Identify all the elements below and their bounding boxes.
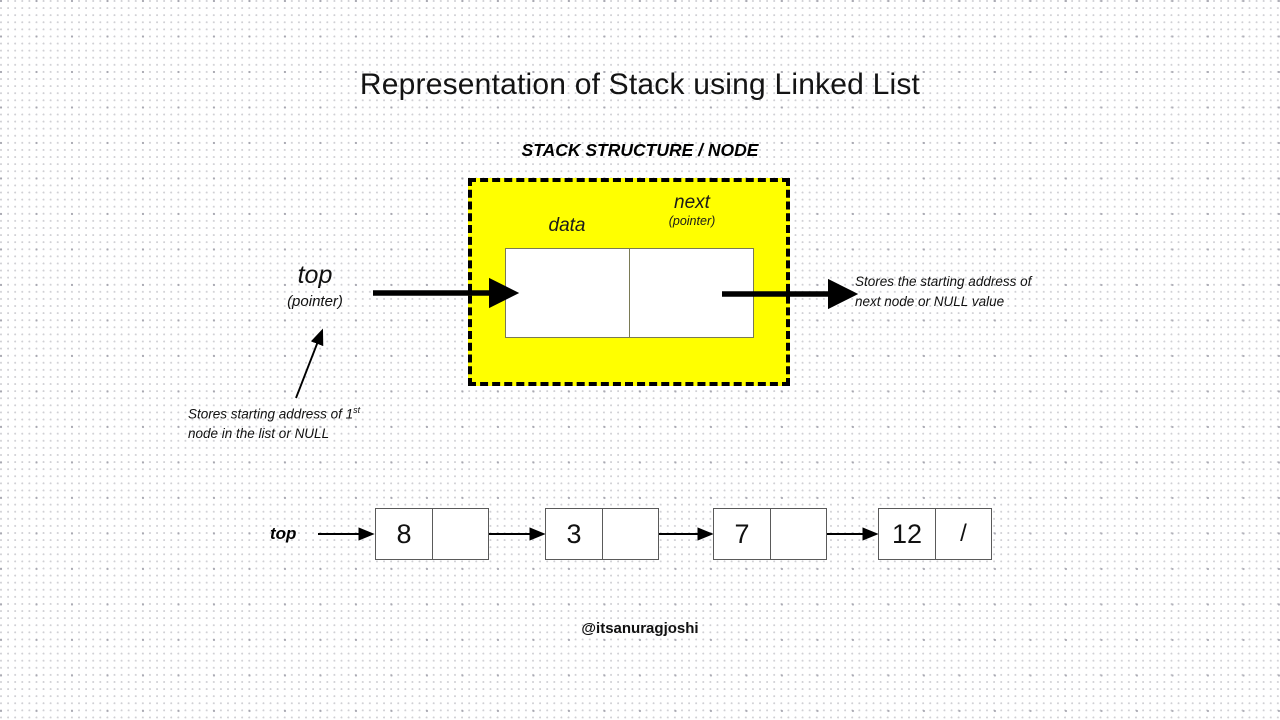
note-top-pointer-superscript: st <box>353 405 361 415</box>
note-top-pointer: Stores starting address of 1st node in t… <box>188 404 418 444</box>
list-node: 12 / <box>878 508 992 560</box>
node-next-cell: / <box>960 520 967 547</box>
list-node: 3 <box>545 508 659 560</box>
data-field-label: data <box>548 215 586 236</box>
list-node: 8 <box>375 508 489 560</box>
page-title: Representation of Stack using Linked Lis… <box>359 68 921 101</box>
arrow-note-to-top-label <box>295 328 324 399</box>
top-pointer-sublabel: (pointer) <box>287 293 343 310</box>
node-next-cell <box>433 509 488 559</box>
author-watermark: @itsanuragjoshi <box>581 620 699 637</box>
section-subtitle: STACK STRUCTURE / NODE <box>521 140 759 160</box>
list-head-label: top <box>270 524 297 543</box>
note-top-pointer-line1: Stores starting address of 1 <box>188 406 354 422</box>
node-data-cell: 3 <box>546 509 603 559</box>
next-field-sublabel: (pointer) <box>668 213 716 228</box>
list-node: 7 <box>713 508 827 560</box>
struct-data-cell <box>506 249 630 337</box>
node-data-cell: 8 <box>376 509 433 559</box>
note-next-pointer: Stores the starting address of next node… <box>855 272 1095 311</box>
node-data-cell: 12 <box>879 509 936 559</box>
note-top-pointer-line2: node in the list or NULL <box>188 426 330 442</box>
note-next-pointer-line2: next node or NULL value <box>855 293 1005 309</box>
note-next-pointer-line1: Stores the starting address of <box>855 274 1032 289</box>
struct-cell-pair <box>505 248 754 338</box>
node-data-cell: 7 <box>714 509 771 559</box>
next-field-label: next (pointer) <box>630 193 754 228</box>
node-next-cell <box>603 509 658 559</box>
top-pointer-name: top <box>297 261 333 289</box>
next-field-label-text: next <box>674 192 710 213</box>
node-next-cell <box>771 509 826 559</box>
top-pointer-label: top (pointer) <box>255 261 375 310</box>
struct-next-cell <box>630 249 753 337</box>
